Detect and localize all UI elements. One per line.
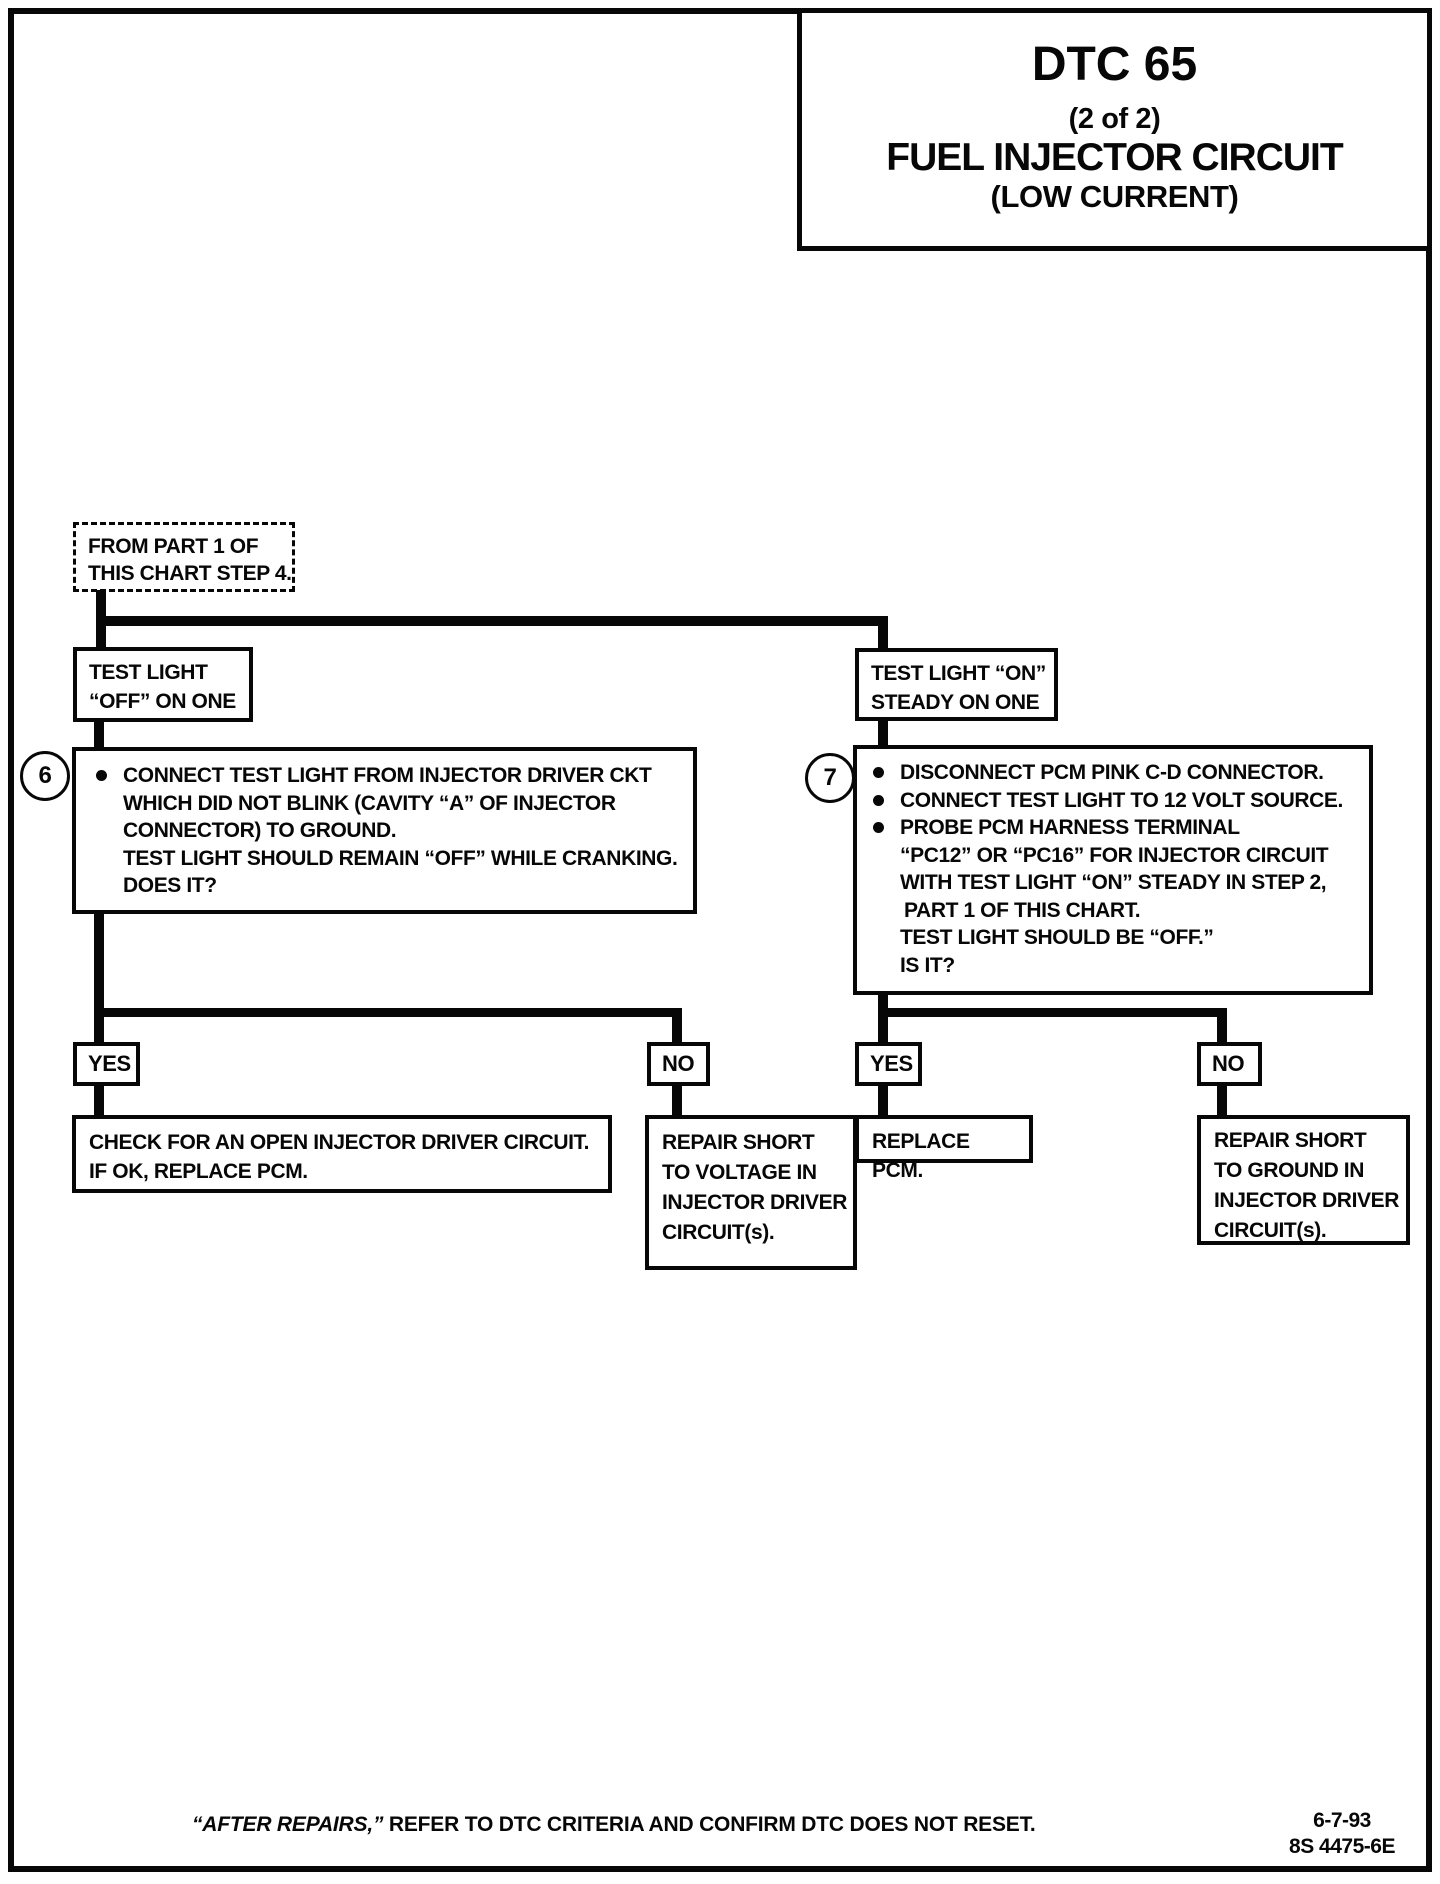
- start-box-line: THIS CHART STEP 4.: [88, 562, 292, 585]
- connector-line: [94, 1084, 104, 1117]
- connector-line: [94, 720, 104, 749]
- step-number: 7: [823, 764, 837, 791]
- step-6-circle: 6: [20, 751, 70, 801]
- step-line: IS IT?: [873, 952, 1363, 980]
- step-line-text: CONNECT TEST LIGHT TO 12 VOLT SOURCE.: [900, 788, 1343, 812]
- start-box-line: FROM PART 1 OF: [88, 535, 259, 558]
- current-qualifier: (LOW CURRENT): [990, 179, 1239, 214]
- yes-label: YES: [88, 1051, 131, 1076]
- title-box: DTC 65 (2 of 2) FUEL INJECTOR CIRCUIT (L…: [797, 8, 1432, 251]
- step-line-text: PART 1 OF THIS CHART.: [904, 898, 1141, 922]
- connector-line: [1217, 1008, 1227, 1044]
- left-condition-box: TEST LIGHT “OFF” ON ONE: [73, 647, 253, 722]
- step-line-text: WHICH DID NOT BLINK (CAVITY “A” OF INJEC…: [123, 791, 616, 815]
- connector-line: [878, 616, 888, 650]
- step-line-text: TEST LIGHT SHOULD REMAIN “OFF” WHILE CRA…: [123, 846, 678, 870]
- step-7-box: DISCONNECT PCM PINK C-D CONNECTOR. CONNE…: [853, 745, 1373, 995]
- result-line: REPAIR SHORT: [1214, 1129, 1367, 1152]
- step-line-text: DISCONNECT PCM PINK C-D CONNECTOR.: [900, 761, 1324, 784]
- yes-label: YES: [870, 1051, 913, 1076]
- start-box: FROM PART 1 OF THIS CHART STEP 4.: [73, 522, 295, 592]
- yes-box-left: YES: [73, 1042, 140, 1086]
- step-line: PART 1 OF THIS CHART.: [873, 897, 1363, 925]
- footer-note-text: REFER TO DTC CRITERIA AND CONFIRM DTC DO…: [383, 1813, 1036, 1836]
- step-line: TEST LIGHT SHOULD BE “OFF.”: [873, 924, 1363, 952]
- result-line: CHECK FOR AN OPEN INJECTOR DRIVER CIRCUI…: [89, 1131, 590, 1154]
- connector-line: [878, 719, 888, 747]
- result-line: CIRCUIT(s).: [1214, 1219, 1327, 1242]
- connector-line: [94, 1014, 104, 1044]
- step-number: 6: [38, 762, 52, 789]
- step-line: WITH TEST LIGHT “ON” STEADY IN STEP 2,: [873, 869, 1363, 897]
- result-line: INJECTOR DRIVER: [1214, 1189, 1399, 1212]
- condition-line: TEST LIGHT: [89, 661, 208, 684]
- step-7-circle: 7: [805, 753, 855, 803]
- revision-date: 6-7-93: [1313, 1809, 1371, 1832]
- result-line: TO VOLTAGE IN: [662, 1161, 817, 1184]
- page-border: [8, 8, 1432, 1872]
- connector-line: [94, 912, 104, 1012]
- connector-line: [1217, 1084, 1227, 1117]
- connector-line: [878, 993, 888, 1014]
- step-line: WHICH DID NOT BLINK (CAVITY “A” OF INJEC…: [96, 790, 687, 818]
- result-line: TO GROUND IN: [1214, 1159, 1364, 1182]
- yes-box-right: YES: [855, 1042, 922, 1086]
- no-result-left: REPAIR SHORT TO VOLTAGE IN INJECTOR DRIV…: [645, 1115, 857, 1270]
- step-line-text: “PC12” OR “PC16” FOR INJECTOR CIRCUIT: [900, 843, 1329, 867]
- step-line: CONNECT TEST LIGHT TO 12 VOLT SOURCE.: [873, 787, 1363, 815]
- connector-line: [878, 1014, 888, 1044]
- no-label: NO: [1212, 1051, 1245, 1076]
- result-line: REPLACE PCM.: [872, 1130, 970, 1182]
- step-line-text: IS IT?: [900, 953, 955, 977]
- footer-note-italic: “AFTER REPAIRS,”: [192, 1813, 384, 1836]
- step-line: CONNECT TEST LIGHT FROM INJECTOR DRIVER …: [96, 762, 687, 790]
- circuit-name: FUEL INJECTOR CIRCUIT: [886, 136, 1343, 179]
- step-line: DISCONNECT PCM PINK C-D CONNECTOR.: [873, 759, 1363, 787]
- result-line: INJECTOR DRIVER: [662, 1191, 847, 1214]
- step-line: “PC12” OR “PC16” FOR INJECTOR CIRCUIT: [873, 842, 1363, 870]
- footer-reference: 6-7-93 8S 4475-6E: [1276, 1808, 1408, 1860]
- no-box-right: NO: [1197, 1042, 1262, 1086]
- step-line: CONNECTOR) TO GROUND.: [96, 817, 687, 845]
- no-box-left: NO: [647, 1042, 710, 1086]
- yes-result-right: REPLACE PCM.: [855, 1115, 1033, 1182]
- bullet-icon: [873, 822, 884, 833]
- step-line: DOES IT?: [96, 872, 687, 900]
- result-line: IF OK, REPLACE PCM.: [89, 1160, 308, 1183]
- step-line: TEST LIGHT SHOULD REMAIN “OFF” WHILE CRA…: [96, 845, 687, 873]
- result-line: REPAIR SHORT: [662, 1131, 815, 1154]
- connector-line: [94, 1008, 682, 1017]
- connector-line: [96, 616, 888, 626]
- yes-result-left: CHECK FOR AN OPEN INJECTOR DRIVER CIRCUI…: [72, 1115, 612, 1193]
- condition-line: STEADY ON ONE: [871, 691, 1040, 714]
- step-line-text: CONNECTOR) TO GROUND.: [123, 819, 397, 842]
- step-line-text: DOES IT?: [123, 874, 217, 897]
- step-line-text: CONNECT TEST LIGHT FROM INJECTOR DRIVER …: [123, 764, 652, 787]
- dtc-title: DTC 65: [1031, 38, 1198, 91]
- connector-line: [878, 1084, 888, 1117]
- result-line: CIRCUIT(s).: [662, 1221, 775, 1244]
- no-result-right: REPAIR SHORT TO GROUND IN INJECTOR DRIVE…: [1197, 1115, 1410, 1245]
- connector-line: [672, 1084, 682, 1117]
- step-line: PROBE PCM HARNESS TERMINAL: [873, 814, 1363, 842]
- bullet-icon: [873, 767, 884, 778]
- step-6-box: CONNECT TEST LIGHT FROM INJECTOR DRIVER …: [72, 747, 697, 914]
- bullet-icon: [873, 794, 884, 806]
- connector-line: [878, 1008, 1227, 1017]
- step-line-text: WITH TEST LIGHT “ON” STEADY IN STEP 2,: [900, 871, 1327, 894]
- no-label: NO: [662, 1051, 695, 1076]
- step-line-text: TEST LIGHT SHOULD BE “OFF.”: [900, 926, 1214, 949]
- step-line-text: PROBE PCM HARNESS TERMINAL: [900, 816, 1240, 839]
- right-condition-box: TEST LIGHT “ON” STEADY ON ONE: [855, 648, 1058, 721]
- document-code: 8S 4475-6E: [1289, 1835, 1395, 1858]
- bullet-icon: [96, 770, 107, 781]
- footer-note: “AFTER REPAIRS,” REFER TO DTC CRITERIA A…: [192, 1813, 1036, 1837]
- condition-line: “OFF” ON ONE: [89, 690, 236, 713]
- condition-line: TEST LIGHT “ON”: [871, 662, 1046, 685]
- connector-line: [672, 1008, 682, 1044]
- dtc-part-label: (2 of 2): [1068, 103, 1161, 135]
